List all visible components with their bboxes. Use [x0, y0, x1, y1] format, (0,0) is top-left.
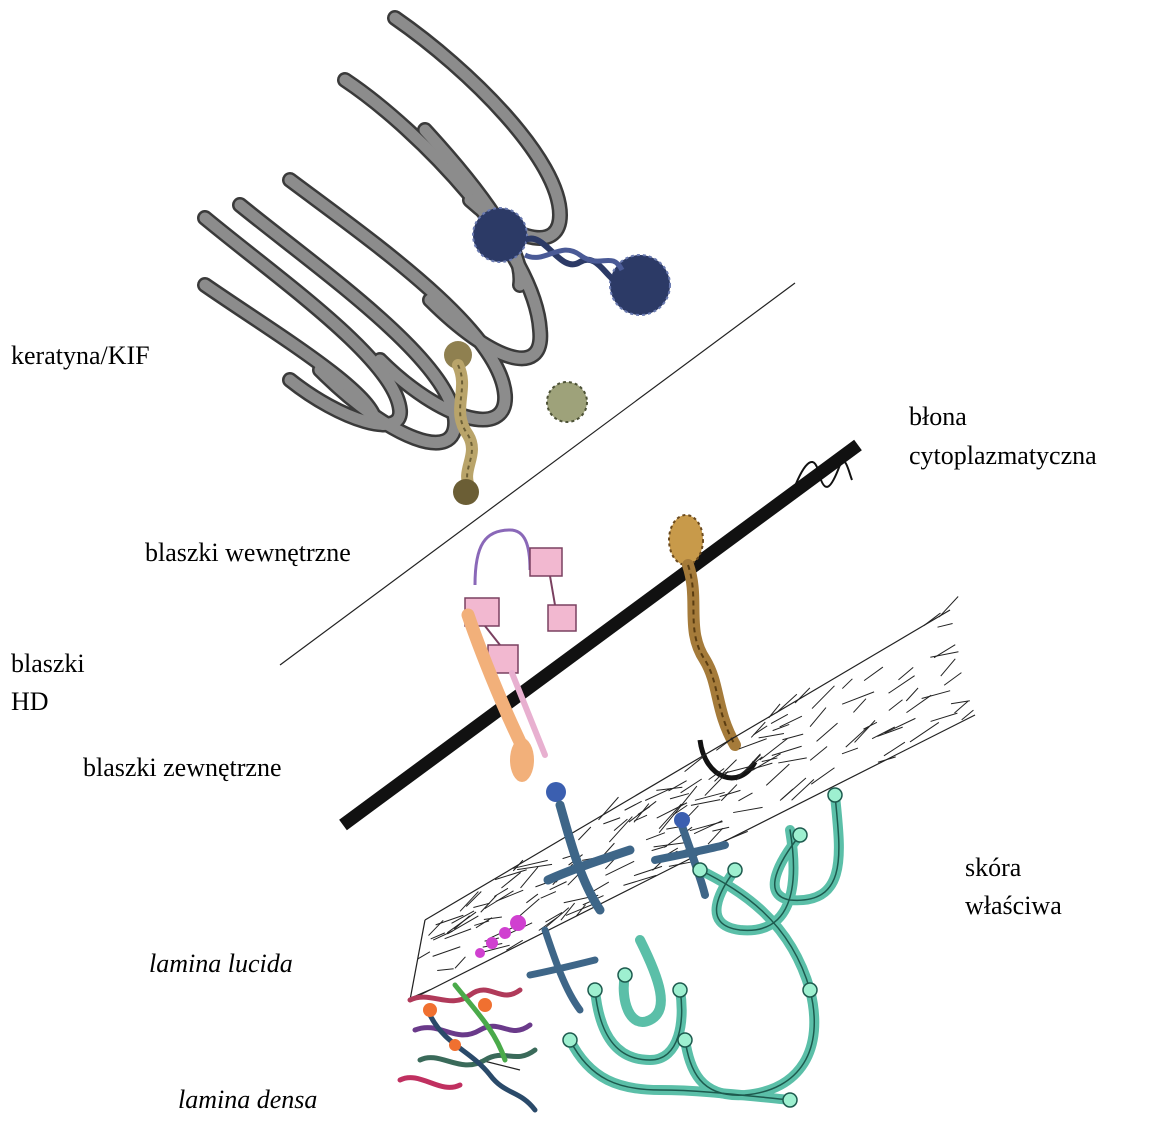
anchoring-fibril: [437, 969, 453, 971]
anchoring-fibril: [878, 757, 896, 762]
anchoring-fibril: [629, 801, 656, 822]
anchoring-fibril: [521, 867, 538, 888]
anchoring-fibril: [433, 931, 452, 940]
anchoring-fibril: [668, 781, 686, 791]
anchoring-fibril: [517, 864, 552, 869]
anchoring-fibril: [685, 756, 704, 771]
label-dermis-line1: skóra: [965, 852, 1021, 883]
anchoring-fibril: [855, 720, 875, 742]
anchoring-fibril: [733, 807, 762, 812]
anchoring-fibril: [810, 708, 826, 727]
anchoring-fibril: [669, 862, 692, 866]
label-membrane-line2: cytoplazmatyczna: [909, 440, 1097, 471]
anchoring-fibril: [853, 699, 866, 713]
anchoring-fibril: [944, 673, 961, 686]
label-lamina-densa: lamina densa: [178, 1084, 317, 1115]
label-dermis-line2: właściwa: [965, 890, 1062, 921]
label-hd-line2: HD: [11, 686, 49, 717]
anchoring-fibril: [910, 722, 939, 741]
anchoring-fibril: [877, 727, 902, 736]
anchoring-fibril: [646, 833, 665, 840]
anchoring-fibril: [810, 746, 827, 760]
integrin-alpha6beta4: [465, 530, 576, 782]
anchoring-fibril: [780, 789, 793, 800]
lamina-densa-network: [400, 985, 535, 1110]
anchoring-fibril: [795, 688, 810, 703]
anchoring-fibril: [780, 716, 802, 727]
anchoring-fibril: [603, 818, 620, 824]
anchoring-fibril: [495, 870, 527, 880]
anchoring-fibril: [447, 912, 476, 933]
anchoring-fibril: [931, 713, 958, 721]
anchoring-fibril: [842, 692, 874, 704]
anchoring-fibril: [811, 768, 834, 784]
anchoring-fibril: [922, 691, 951, 699]
anchoring-fibril: [599, 797, 619, 820]
anchoring-fibril: [885, 718, 916, 733]
anchoring-fibril: [792, 779, 814, 800]
anchoring-fibril: [541, 892, 556, 899]
collagen-vii-nodes: [563, 788, 842, 1107]
anchoring-fibril: [766, 764, 789, 785]
anchoring-fibril: [762, 758, 778, 762]
anchoring-fibril: [694, 821, 722, 834]
anchoring-fibril: [484, 917, 502, 919]
anchoring-fibril: [418, 952, 430, 959]
anchoring-fibril: [751, 722, 765, 737]
anchoring-fibril: [738, 793, 752, 801]
anchoring-fibril: [842, 679, 852, 689]
anchoring-fibril: [778, 758, 806, 763]
plectin-molecule: [473, 208, 670, 315]
anchoring-fibril: [906, 695, 931, 712]
anchoring-fibril: [884, 742, 905, 756]
label-lamina-lucida: lamina lucida: [149, 948, 293, 979]
anchoring-fibril: [889, 676, 915, 694]
anchoring-fibril: [817, 723, 838, 741]
anchoring-fibril: [782, 734, 803, 740]
anchoring-fibril: [842, 748, 858, 754]
anchoring-fibril: [759, 734, 784, 738]
laminin-beads: [475, 915, 526, 958]
anchoring-fibril: [760, 739, 788, 760]
anchoring-fibril: [625, 801, 642, 810]
label-inner-plaque: blaszki wewnętrzne: [145, 537, 351, 568]
cytoplasmic-membrane: [343, 445, 858, 825]
label-outer-plaque: blaszki zewnętrzne: [83, 752, 282, 783]
anchoring-fibril: [930, 652, 958, 658]
anchoring-fibril: [455, 957, 465, 968]
anchoring-fibril: [939, 596, 958, 617]
anchoring-fibril: [924, 613, 941, 626]
anchoring-fibril: [906, 688, 918, 701]
anchoring-fibril: [872, 727, 895, 739]
anchoring-fibril: [634, 866, 662, 875]
anchoring-fibril: [938, 624, 953, 628]
label-hd-line1: blaszki: [11, 648, 85, 679]
label-keratin: keratyna/KIF: [11, 340, 150, 371]
anchoring-fibril: [776, 694, 796, 713]
label-membrane-line1: błona: [909, 401, 967, 432]
anchoring-fibril: [433, 947, 461, 957]
anchoring-fibril: [773, 724, 790, 730]
anchoring-fibril: [889, 700, 903, 711]
anchoring-fibril: [846, 727, 868, 747]
anchoring-fibril: [771, 714, 788, 723]
anchoring-fibril: [864, 667, 883, 681]
anchoring-fibril: [681, 779, 702, 793]
anchoring-fibril: [429, 920, 444, 935]
anchoring-fibril: [496, 890, 523, 901]
anchoring-fibril: [739, 739, 767, 749]
anchoring-fibril: [941, 659, 956, 676]
anchoring-fibril: [670, 794, 689, 799]
